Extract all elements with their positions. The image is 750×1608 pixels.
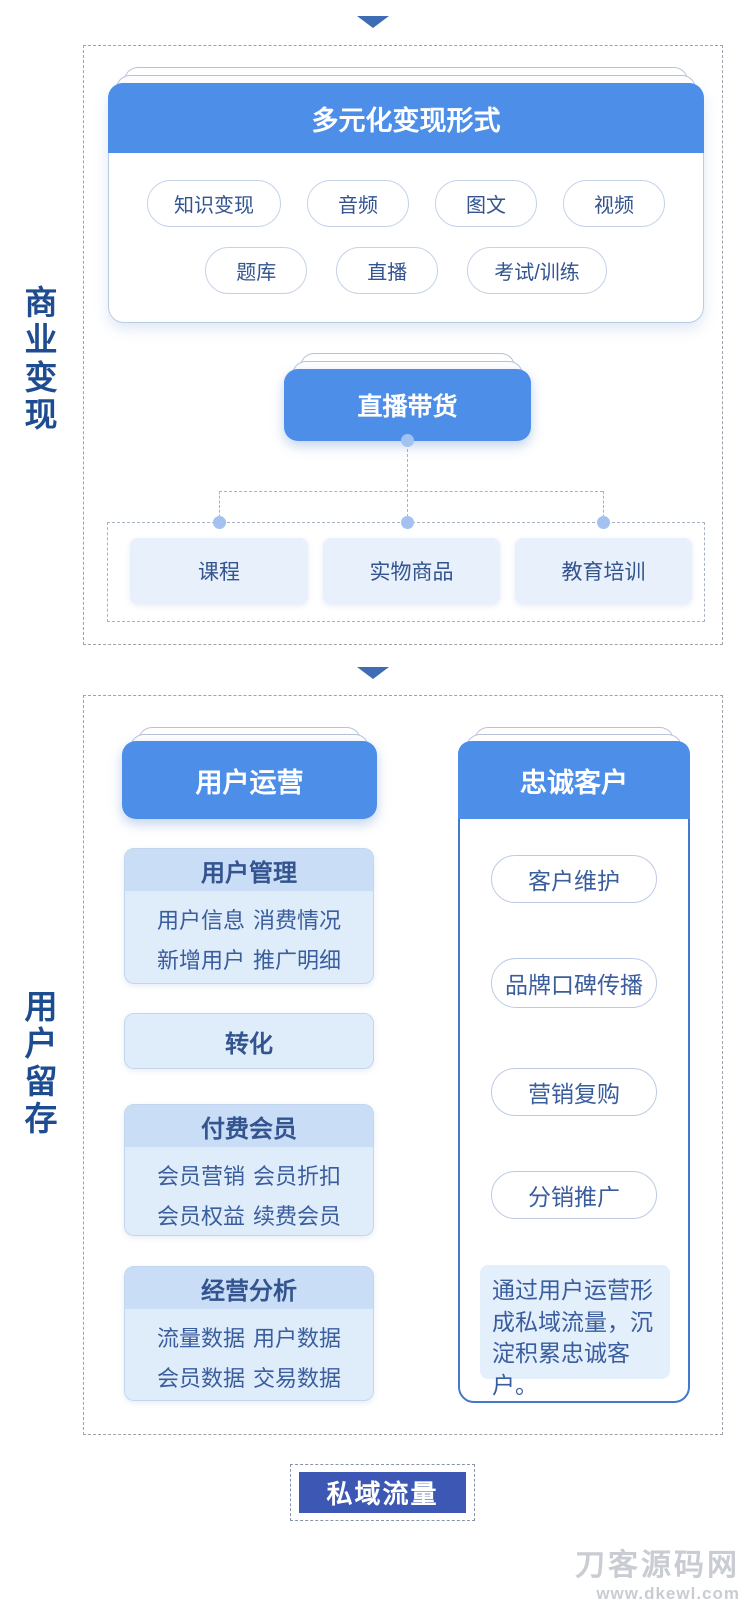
item-member-marketing: 会员营销 <box>156 1164 245 1189</box>
item-traffic-data: 流量数据 <box>156 1326 245 1351</box>
pill-knowledge-monetization: 知识变现 <box>147 180 281 227</box>
watermark-site-name: 刀客源码网 <box>575 1549 740 1582</box>
diversified-monetization-card-stack: 多元化变现形式 知识变现 音频 图文 视频 题库 直播 考试/训练 <box>108 67 704 323</box>
item-member-data: 会员数据 <box>156 1366 245 1391</box>
pill-row-1: 知识变现 音频 图文 视频 <box>109 180 703 227</box>
private-traffic-note: 通过用户运营形成私域流量，沉淀积累忠诚客户。 <box>480 1265 670 1398</box>
live-commerce-card-stack: 直播带货 <box>284 353 531 441</box>
section-label-retention: 用户留存 <box>24 988 58 1137</box>
pill-row-2: 题库 直播 考试/训练 <box>109 247 703 294</box>
connector-line <box>219 491 603 492</box>
private-traffic-button: 私域流量 <box>299 1472 466 1513</box>
card-title: 多元化变现形式 <box>108 83 704 153</box>
pill-brand-word-of-mouth: 品牌口碑传播 <box>491 958 657 1008</box>
pill-image-text: 图文 <box>435 180 537 227</box>
pill-marketing-repurchase: 营销复购 <box>491 1068 657 1116</box>
pill-video: 视频 <box>563 180 665 227</box>
monetization-panel: 多元化变现形式 知识变现 音频 图文 视频 题库 直播 考试/训练 直播带货 <box>83 45 723 645</box>
connector-line <box>603 491 604 522</box>
card-items: 流量数据 用户数据 会员数据 交易数据 <box>125 1309 373 1393</box>
diversified-monetization-card: 多元化变现形式 知识变现 音频 图文 视频 题库 直播 考试/训练 <box>108 83 704 323</box>
pill-customer-maintenance: 客户维护 <box>491 855 657 903</box>
item-member-benefits: 会员权益 <box>156 1204 245 1229</box>
item-member-renewal: 续费会员 <box>252 1204 341 1229</box>
retention-panel: 用户运营 用户管理 用户信息 消费情况 新增用户 推广明细 转化 付费会员 会员… <box>83 695 723 1435</box>
card-title: 经营分析 <box>125 1267 373 1309</box>
connector-dot <box>213 516 226 529</box>
connector-dot <box>401 434 414 447</box>
card-items: 用户信息 消费情况 新增用户 推广明细 <box>125 891 373 975</box>
live-commerce-card: 直播带货 <box>284 369 531 441</box>
loyal-customer-card-stack: 忠诚客户 客户维护 品牌口碑传播 营销复购 分销推广 通过用户运营形成私域流量，… <box>458 727 690 1403</box>
channel-course: 课程 <box>130 538 308 604</box>
connector-dot <box>401 516 414 529</box>
loyal-customer-header: 忠诚客户 <box>458 741 690 819</box>
pill-exam-training: 考试/训练 <box>467 247 607 294</box>
card-paid-membership: 付费会员 会员营销 会员折扣 会员权益 续费会员 <box>124 1104 374 1236</box>
card-items: 会员营销 会员折扣 会员权益 续费会员 <box>125 1147 373 1231</box>
user-operation-card-stack: 用户运营 <box>122 727 377 819</box>
card-title: 用户管理 <box>125 849 373 891</box>
item-new-users: 新增用户 <box>156 948 245 973</box>
connector-line <box>219 491 220 522</box>
item-user-info: 用户信息 <box>156 908 245 933</box>
flow-down-triangle-icon <box>357 16 389 28</box>
pill-question-bank: 题库 <box>205 247 308 294</box>
pill-distribution-promotion: 分销推广 <box>491 1171 657 1219</box>
pill-live-stream: 直播 <box>336 247 439 294</box>
card-business-analysis: 经营分析 流量数据 用户数据 会员数据 交易数据 <box>124 1266 374 1401</box>
item-transaction-data: 交易数据 <box>252 1366 341 1391</box>
connector-dot <box>597 516 610 529</box>
card-title: 付费会员 <box>125 1105 373 1147</box>
connector-line <box>407 449 408 522</box>
item-member-discount: 会员折扣 <box>252 1164 341 1189</box>
channel-physical-goods: 实物商品 <box>323 538 500 604</box>
watermark: 刀客源码网 www.dkewl.com <box>575 1540 740 1604</box>
pill-audio: 音频 <box>307 180 409 227</box>
loyal-customer-card: 忠诚客户 客户维护 品牌口碑传播 营销复购 分销推广 通过用户运营形成私域流量，… <box>458 741 690 1403</box>
user-operation-header: 用户运营 <box>122 741 377 819</box>
card-user-management: 用户管理 用户信息 消费情况 新增用户 推广明细 <box>124 848 374 984</box>
watermark-site-url: www.dkewl.com <box>596 1584 740 1603</box>
card-conversion: 转化 <box>124 1013 374 1069</box>
private-traffic-button-frame: 私域流量 <box>290 1464 475 1521</box>
item-consumption: 消费情况 <box>252 908 341 933</box>
section-label-monetization: 商业变现 <box>24 284 58 433</box>
item-user-data: 用户数据 <box>252 1326 341 1351</box>
channel-education-training: 教育培训 <box>515 538 692 604</box>
flow-down-triangle-icon <box>357 667 389 679</box>
item-promotion-detail: 推广明细 <box>252 948 341 973</box>
